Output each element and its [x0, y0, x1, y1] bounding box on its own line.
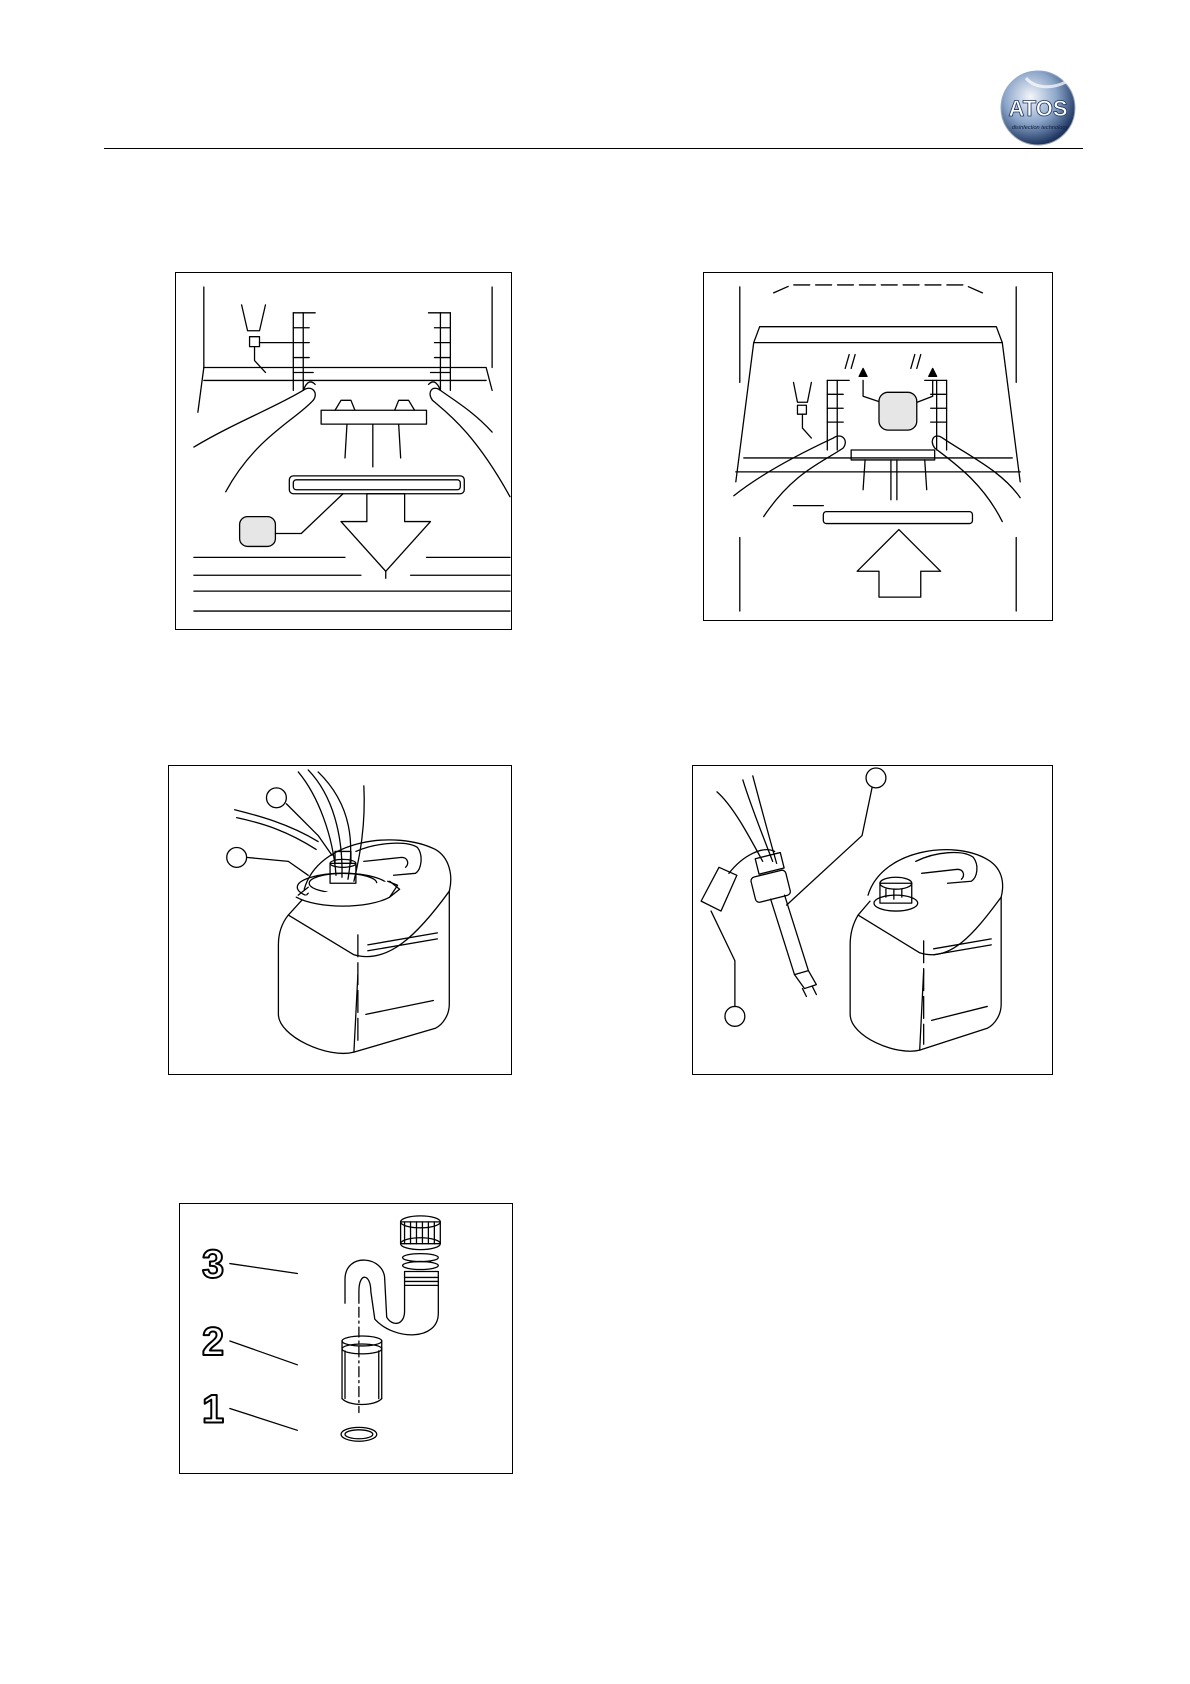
- logo-tagline: disinfection technology: [1012, 125, 1070, 131]
- callout-label-1: 1: [202, 1387, 224, 1431]
- callout-label-2: 2: [202, 1320, 224, 1364]
- logo-wordmark: ATOS: [1008, 96, 1067, 121]
- atos-logo: ATOS disinfection technology: [996, 70, 1082, 150]
- figure-rack-insertion: [703, 272, 1053, 621]
- callout-label-3: 3: [202, 1242, 224, 1286]
- figure-siphon-exploded: 3 2 1: [179, 1203, 513, 1474]
- figure-canister-lance: [168, 765, 512, 1075]
- header-rule: [104, 148, 1083, 149]
- figure-lance-removed: [692, 765, 1053, 1075]
- figure-rack-removal: [175, 272, 512, 630]
